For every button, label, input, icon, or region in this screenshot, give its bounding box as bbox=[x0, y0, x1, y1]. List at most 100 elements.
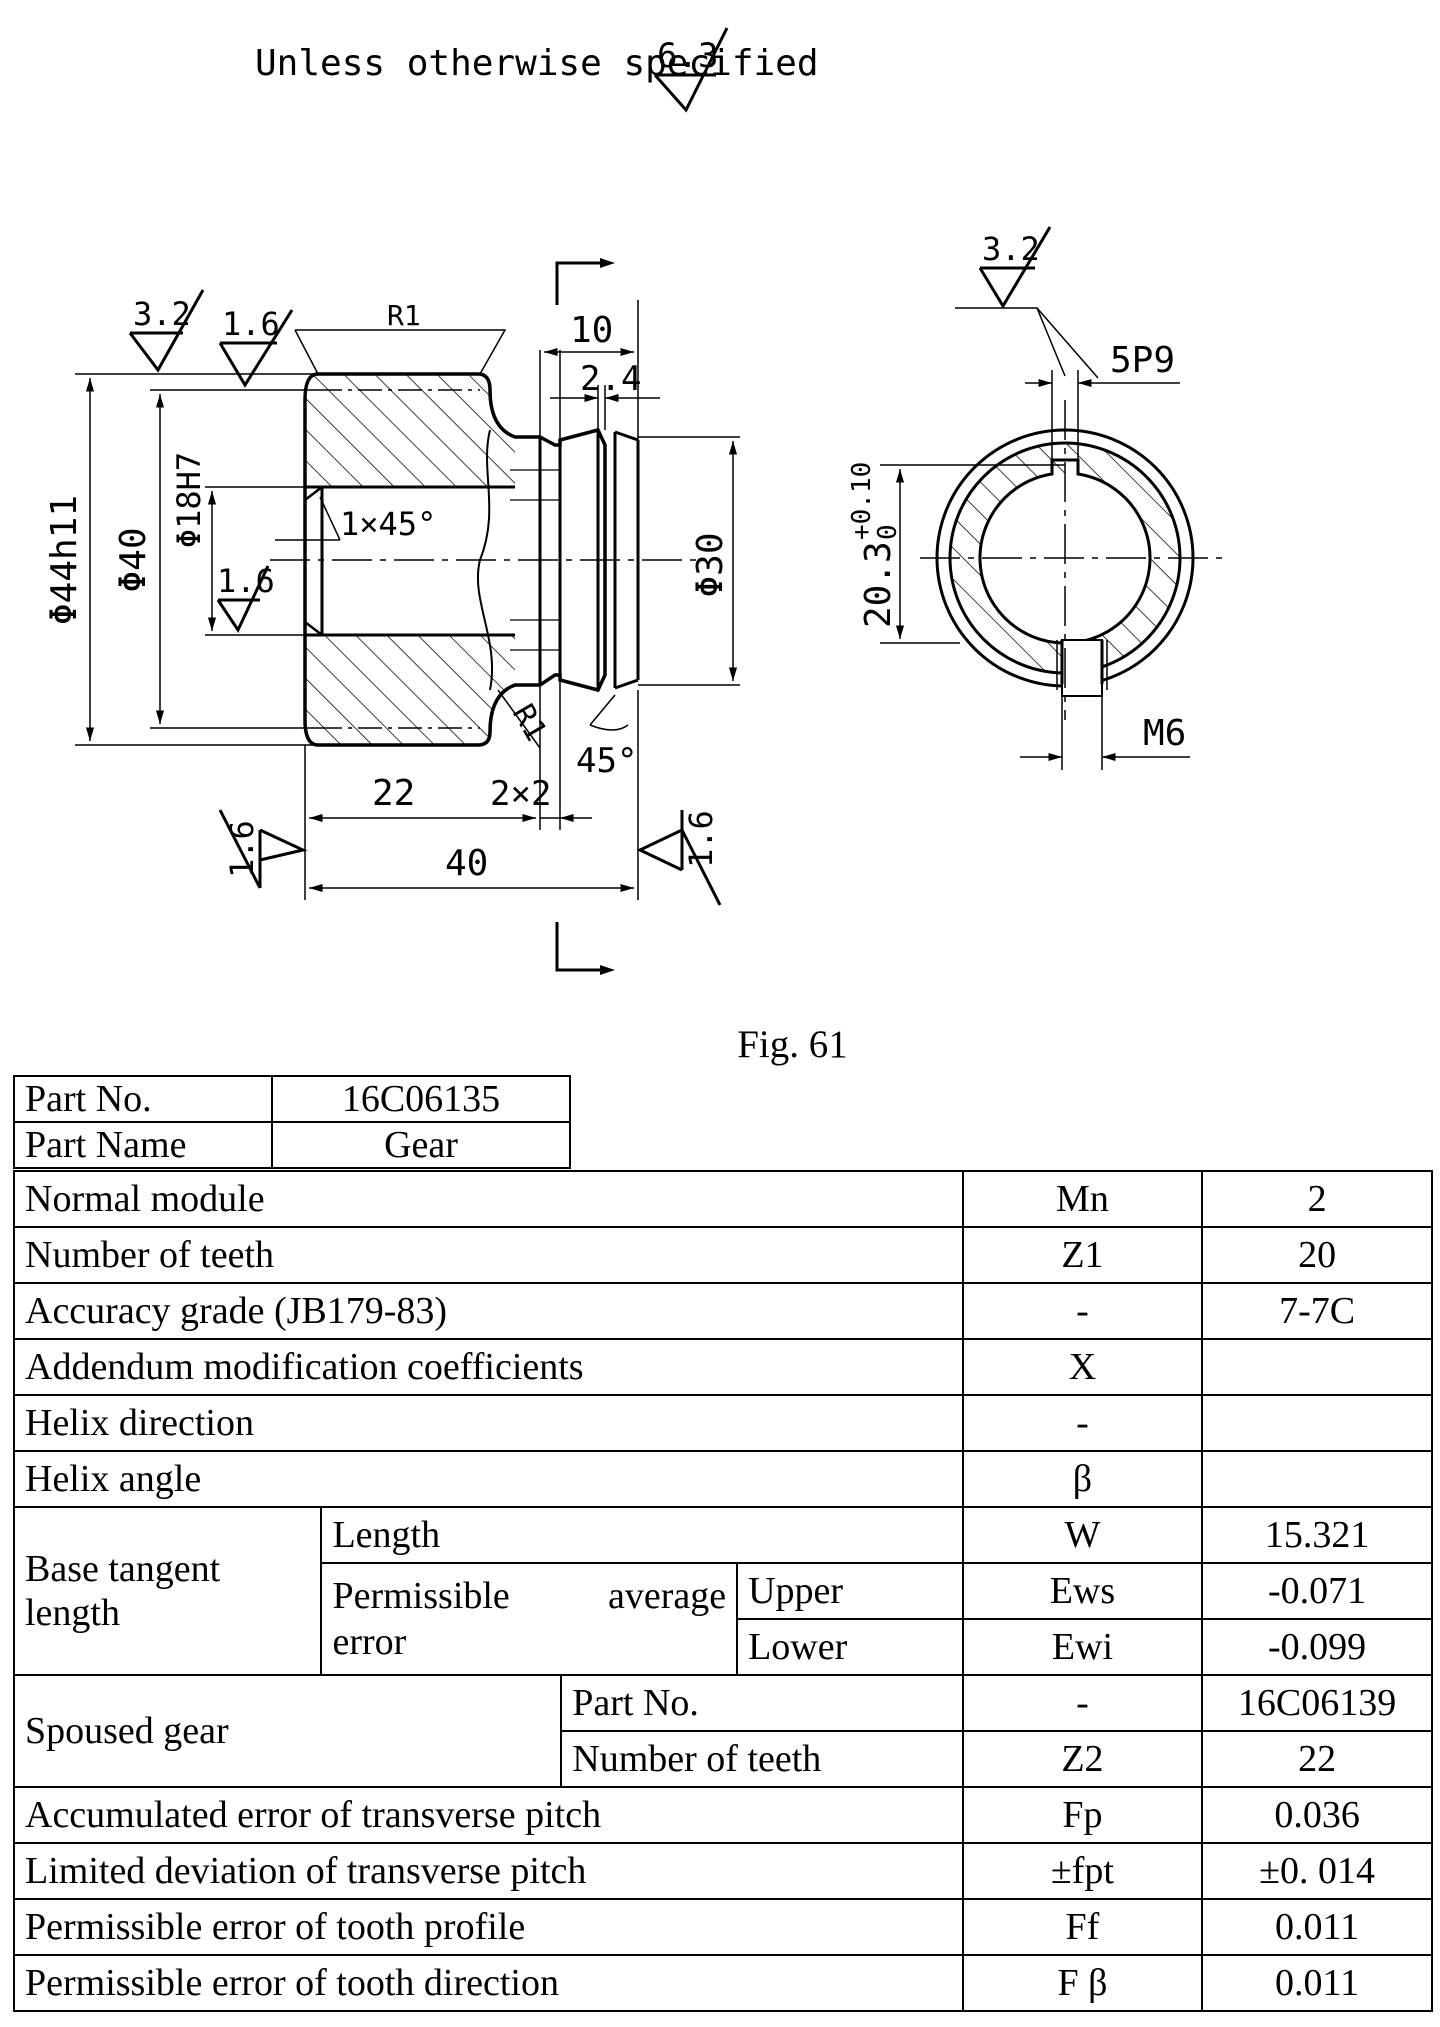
table-row: Part Name Gear bbox=[13, 1121, 571, 1169]
general-roughness-value: 6.3 bbox=[657, 36, 718, 76]
spec-symbol: Fp bbox=[961, 1786, 1204, 1844]
left-dimensions: Φ44h11 Φ40 Φ18H7 1×45° Φ30 R1 10 bbox=[44, 299, 740, 900]
table-row: Helix angle β bbox=[13, 1450, 1433, 1508]
end-view bbox=[920, 400, 1225, 720]
roughness-face-left: 1.6 bbox=[218, 809, 308, 889]
perm-label-3: error bbox=[332, 1621, 407, 1663]
dim-keyway-width: 5P9 bbox=[1110, 340, 1175, 381]
svg-text:1.6: 1.6 bbox=[682, 810, 720, 868]
gear-drawing: Unless otherwise specified 6.3 bbox=[44, 27, 1225, 975]
hatched-wall-top bbox=[305, 374, 515, 487]
table-row: Number of teeth Z2 22 bbox=[14, 1730, 1433, 1788]
spec-symbol: W bbox=[961, 1506, 1204, 1564]
dim-chamfer: 1×45° bbox=[340, 505, 436, 543]
spec-value: 15.321 bbox=[1201, 1506, 1433, 1564]
table-row: Normal module Mn 2 bbox=[13, 1170, 1433, 1228]
spec-symbol: β bbox=[961, 1450, 1204, 1508]
spec-value: -0.071 bbox=[1201, 1562, 1433, 1620]
spec-value: 20 bbox=[1201, 1226, 1433, 1284]
spec-symbol: ±fpt bbox=[961, 1842, 1204, 1900]
spec-symbol: - bbox=[961, 1674, 1204, 1732]
spec-label: Accumulated error of transverse pitch bbox=[13, 1786, 964, 1844]
permissible-error-cell: Permissible average error bbox=[320, 1562, 739, 1676]
figure-caption: Fig. 61 bbox=[737, 1023, 848, 1066]
spec-label: Helix angle bbox=[13, 1450, 964, 1508]
spec-value: 2 bbox=[1201, 1170, 1433, 1228]
general-roughness-symbol: 6.3 bbox=[653, 27, 729, 113]
dim-phi30: Φ30 bbox=[690, 532, 731, 597]
svg-text:1.6: 1.6 bbox=[222, 305, 280, 343]
spec-value: 7-7C bbox=[1201, 1282, 1433, 1340]
dim-phi44: Φ44h11 bbox=[44, 495, 85, 625]
spec-symbol: X bbox=[961, 1338, 1204, 1396]
spec-symbol: Ewi bbox=[961, 1618, 1204, 1676]
spec-symbol: - bbox=[961, 1282, 1204, 1340]
dim-2x2: 2×2 bbox=[490, 774, 551, 814]
section-cut-marks bbox=[555, 258, 615, 975]
part-name-value: Gear bbox=[271, 1121, 571, 1169]
spec-label: Permissible error of tooth direction bbox=[13, 1954, 964, 2012]
spec-label: Upper bbox=[736, 1562, 964, 1620]
part-info-table: Part No. 16C06135 Part Name Gear bbox=[13, 1075, 571, 1169]
spec-label: Number of teeth bbox=[13, 1226, 964, 1284]
spec-symbol: F β bbox=[961, 1954, 1204, 2012]
dim-10: 10 bbox=[570, 310, 613, 351]
spec-symbol: Z2 bbox=[961, 1730, 1204, 1788]
spec-label: Addendum modification coefficients bbox=[13, 1338, 964, 1396]
dim-keyway-depth: 20.3 bbox=[858, 541, 899, 628]
table-row: Accuracy grade (JB179-83) - 7-7C bbox=[13, 1282, 1433, 1340]
perm-label-1: Permissible bbox=[332, 1575, 510, 1617]
roughness-top-inner: 1.6 bbox=[218, 305, 294, 388]
gear-spec-table: Normal module Mn 2 Number of teeth Z1 20… bbox=[12, 1170, 1433, 2012]
table-row: Number of teeth Z1 20 bbox=[13, 1226, 1433, 1284]
spoused-gear-label: Spoused gear bbox=[12, 1674, 563, 1788]
thread-hole bbox=[1061, 639, 1103, 697]
section-view bbox=[270, 372, 700, 747]
spec-label: Permissible error of tooth profile bbox=[13, 1898, 964, 1956]
spec-symbol: - bbox=[961, 1394, 1204, 1452]
spec-value bbox=[1201, 1450, 1433, 1508]
svg-text:3.2: 3.2 bbox=[133, 295, 191, 333]
svg-text:1.6: 1.6 bbox=[223, 820, 261, 878]
table-row: Limited deviation of transverse pitch ±f… bbox=[13, 1842, 1433, 1900]
spec-value bbox=[1201, 1338, 1433, 1396]
perm-label-2: average bbox=[607, 1575, 727, 1617]
end-view-dimensions: 5P9 20.3 +0.10 0 M6 3.2 bbox=[847, 226, 1190, 770]
dim-40: 40 bbox=[445, 843, 488, 884]
table-row: Permissible error of tooth profile Ff 0.… bbox=[13, 1898, 1433, 1956]
dim-keyway-tol-lower: 0 bbox=[873, 524, 903, 540]
roughness-symbols-left: 3.2 1.6 1.6 1.6 1.6 bbox=[128, 289, 722, 906]
hatched-wall-bottom bbox=[305, 635, 515, 745]
spec-label: Part No. bbox=[560, 1674, 964, 1732]
table-row: Spoused gear Part No. - 16C06139 bbox=[12, 1674, 1433, 1788]
svg-text:1.6: 1.6 bbox=[217, 562, 275, 600]
table-row: Permissible error of tooth direction F β… bbox=[13, 1954, 1433, 2012]
table-row: Part No. 16C06135 bbox=[13, 1075, 571, 1123]
dim-r1-bottom: R1 bbox=[505, 699, 553, 748]
dim-thread: M6 bbox=[1143, 713, 1186, 754]
spec-label: Helix direction bbox=[13, 1394, 964, 1452]
spec-value: 22 bbox=[1201, 1730, 1433, 1788]
spec-symbol: Ff bbox=[961, 1898, 1204, 1956]
dim-keyway-tol-upper: +0.10 bbox=[847, 462, 877, 540]
dim-45: 45° bbox=[576, 741, 637, 781]
spec-label: Normal module bbox=[13, 1170, 964, 1228]
spec-value: 0.036 bbox=[1201, 1786, 1433, 1844]
svg-text:3.2: 3.2 bbox=[982, 230, 1040, 268]
spec-symbol: Ews bbox=[961, 1562, 1204, 1620]
spec-value: 0.011 bbox=[1201, 1898, 1433, 1956]
base-tangent-label: Base tangent length bbox=[12, 1506, 323, 1676]
dim-phi18: Φ18H7 bbox=[170, 452, 208, 548]
roughness-face-right: 1.6 bbox=[636, 810, 722, 906]
dim-phi40: Φ40 bbox=[113, 527, 154, 592]
spec-label: Limited deviation of transverse pitch bbox=[13, 1842, 964, 1900]
roughness-keyway: 3.2 bbox=[955, 226, 1099, 379]
table-row: Permissible average error Upper Ews -0.0… bbox=[14, 1562, 1433, 1676]
spec-label: Lower bbox=[736, 1618, 964, 1676]
spec-label: Accuracy grade (JB179-83) bbox=[13, 1282, 964, 1340]
spec-symbol: Z1 bbox=[961, 1226, 1204, 1284]
spec-value: ±0. 014 bbox=[1201, 1842, 1433, 1900]
dim-22: 22 bbox=[372, 773, 415, 814]
table-row: Helix direction - bbox=[13, 1394, 1433, 1452]
table-row: Lower Ewi -0.099 bbox=[14, 1618, 1433, 1676]
